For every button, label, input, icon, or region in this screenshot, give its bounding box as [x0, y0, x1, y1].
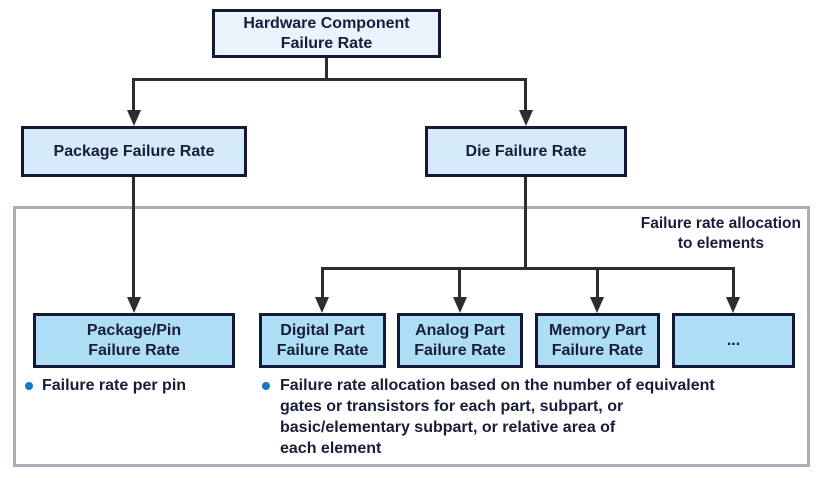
connector-die-drop — [524, 78, 527, 110]
connector-memory-drop — [596, 267, 599, 297]
arrowhead-to-memory — [590, 297, 604, 313]
bullet-text-allocation: Failure rate allocation based on the num… — [280, 377, 715, 458]
node-hardware-component-failure-rate: Hardware Component Failure Rate — [212, 9, 441, 58]
connector-analog-drop — [458, 267, 461, 297]
connector-die-trunk — [524, 177, 527, 270]
connector-root-trunk — [325, 58, 328, 81]
arrowhead-to-package — [127, 110, 141, 126]
node-package-failure-rate: Package Failure Rate — [21, 126, 247, 177]
arrowhead-to-packagepin — [127, 297, 141, 313]
arrowhead-to-analog — [453, 297, 467, 313]
arrowhead-to-others — [726, 297, 740, 313]
connector-others-drop — [732, 267, 735, 297]
node-die-failure-rate: Die Failure Rate — [425, 126, 627, 177]
node-analog-part-failure-rate: Analog Part Failure Rate — [397, 313, 523, 368]
connector-package-to-packagepin — [132, 177, 135, 297]
arrowhead-to-digital — [315, 297, 329, 313]
connector-package-drop — [132, 78, 135, 110]
allocation-group-label: Failure rate allocation to elements — [640, 215, 801, 253]
bullet-dot-pin — [25, 382, 33, 390]
connector-digital-drop — [321, 267, 324, 297]
node-other-elements-ellipsis: ... — [672, 313, 795, 368]
connector-die-span — [321, 267, 735, 270]
node-package-pin-failure-rate: Package/Pin Failure Rate — [33, 313, 235, 368]
bullet-text-pin: Failure rate per pin — [42, 377, 187, 394]
node-digital-part-failure-rate: Digital Part Failure Rate — [259, 313, 386, 368]
allocation-group-frame — [13, 206, 810, 467]
bullet-dot-allocation — [262, 382, 270, 390]
node-memory-part-failure-rate: Memory Part Failure Rate — [535, 313, 660, 368]
arrowhead-to-die — [519, 110, 533, 126]
connector-root-span — [132, 78, 527, 81]
